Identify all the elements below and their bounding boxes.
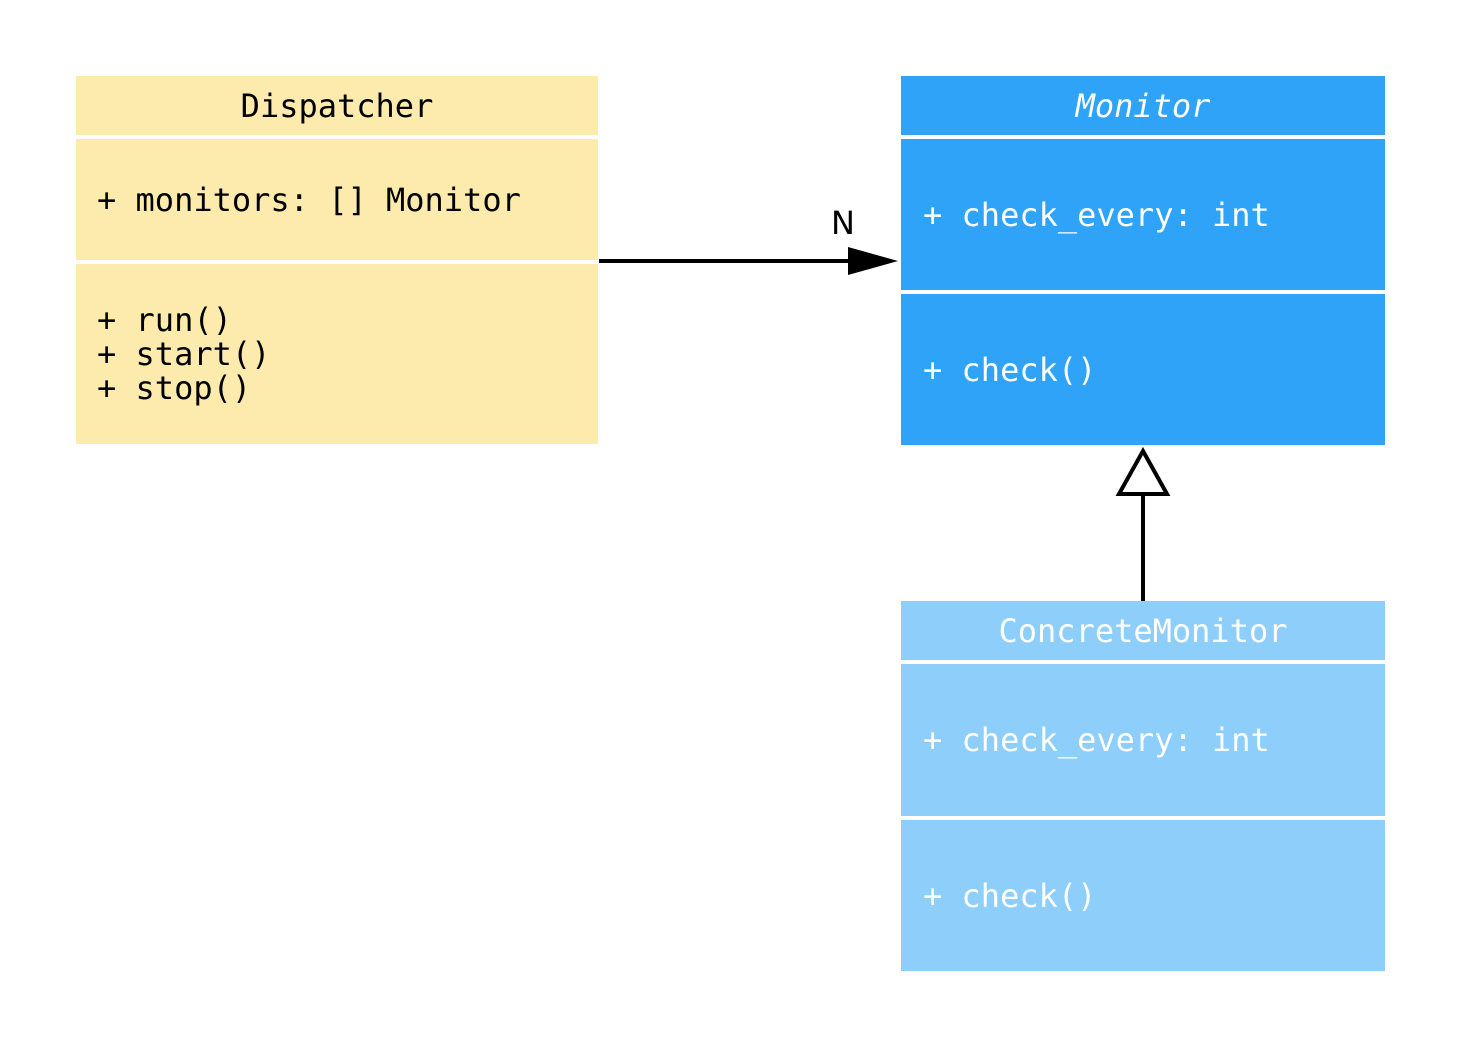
class-box-monitor: Monitor + check_every: int + check() [901, 76, 1385, 445]
class-name-concrete-monitor: ConcreteMonitor [998, 611, 1288, 650]
class-header-dispatcher: Dispatcher [76, 76, 598, 135]
attributes-compartment-monitor: + check_every: int [901, 139, 1385, 290]
association-arrow [599, 247, 898, 275]
class-name-dispatcher: Dispatcher [240, 86, 434, 125]
method-line: + check() [923, 876, 1097, 915]
class-header-monitor: Monitor [901, 76, 1385, 135]
methods-compartment-dispatcher: + run() + start() + stop() [76, 264, 598, 444]
methods-compartment-concrete-monitor: + check() [901, 820, 1385, 971]
attribute-line: + monitors: [] Monitor [97, 180, 521, 219]
class-header-concrete-monitor: ConcreteMonitor [901, 601, 1385, 660]
method-line: + check() [923, 350, 1097, 389]
filled-arrowhead-icon [848, 247, 898, 275]
class-box-dispatcher: Dispatcher + monitors: [] Monitor + run(… [76, 76, 598, 444]
class-name-monitor: Monitor [1075, 86, 1211, 125]
methods-compartment-monitor: + check() [901, 294, 1385, 445]
attribute-line: + check_every: int [923, 721, 1270, 759]
method-line: + stop() [97, 369, 252, 407]
association-multiplicity-label: N [831, 204, 855, 242]
attributes-compartment-dispatcher: + monitors: [] Monitor [76, 139, 598, 260]
attribute-line: + check_every: int [923, 195, 1270, 234]
method-line: + run() [97, 301, 232, 339]
attributes-compartment-concrete-monitor: + check_every: int [901, 664, 1385, 816]
inheritance-arrow [1115, 446, 1171, 601]
hollow-triangle-icon [1115, 446, 1171, 496]
class-box-concrete-monitor: ConcreteMonitor + check_every: int + che… [901, 601, 1385, 971]
method-line: + start() [97, 335, 271, 373]
